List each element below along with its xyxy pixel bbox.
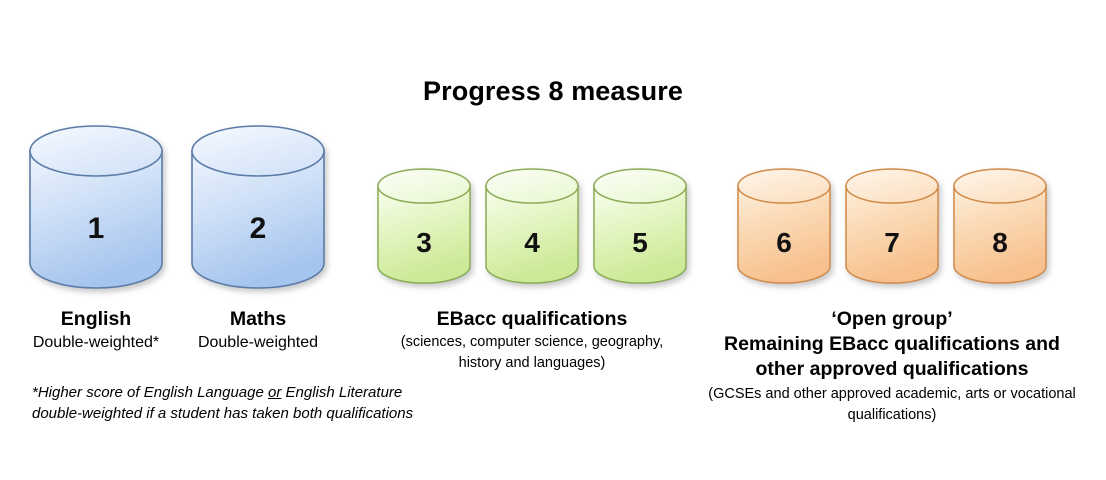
- footnote-underlined-or: or: [268, 384, 282, 401]
- caption-open-group-heading-line3: other approved qualifications: [755, 358, 1029, 380]
- caption-open-group-subtitle-line2: qualifications): [847, 407, 937, 423]
- cylinder-5: 5: [592, 168, 688, 288]
- caption-open-group-heading-line1: ‘Open group’: [831, 308, 953, 330]
- cylinder-5-shape: [593, 168, 687, 284]
- caption-maths-subtitle: Double-weighted: [197, 334, 319, 351]
- page-title: Progress 8 measure: [423, 76, 683, 106]
- cylinder-7-shape: [845, 168, 939, 284]
- caption-open-group-subtitle-line1: (GCSEs and other approved academic, arts…: [708, 386, 1076, 402]
- caption-english-subtitle: Double-weighted*: [32, 334, 160, 351]
- cylinder-6-shape: [737, 168, 831, 284]
- cylinder-6: 6: [736, 168, 832, 288]
- footnote-line1-part2: English Literature: [281, 384, 403, 401]
- cylinder-1-shape: [29, 125, 163, 289]
- caption-english-heading: English: [60, 308, 132, 330]
- footnote: *Higher score of English Language or Eng…: [32, 382, 462, 424]
- cylinder-3: 3: [376, 168, 472, 288]
- footnote-line-1: *Higher score of English Language or Eng…: [32, 382, 462, 403]
- cylinder-3-shape: [377, 168, 471, 284]
- caption-ebacc: EBacc qualifications (sciences, computer…: [372, 307, 692, 374]
- cylinder-8: 8: [952, 168, 1048, 288]
- cylinder-7: 7: [844, 168, 940, 288]
- caption-ebacc-heading: EBacc qualifications: [436, 308, 628, 330]
- cylinder-1: 1: [28, 124, 164, 290]
- caption-ebacc-subtitle-line1: (sciences, computer science, geography,: [400, 334, 664, 350]
- caption-open-group: ‘Open group’ Remaining EBacc qualificati…: [690, 307, 1094, 426]
- cylinder-4: 4: [484, 168, 580, 288]
- caption-maths-heading: Maths: [229, 308, 287, 330]
- caption-english: English Double-weighted*: [6, 307, 186, 354]
- footnote-line-2: double-weighted if a student has taken b…: [32, 405, 414, 422]
- cylinder-2-shape: [191, 125, 325, 289]
- cylinder-8-shape: [953, 168, 1047, 284]
- cylinder-2: 2: [190, 124, 326, 290]
- caption-open-group-heading-line2: Remaining EBacc qualifications and: [724, 333, 1060, 355]
- footnote-line1-part1: *Higher score of English Language: [32, 384, 268, 401]
- caption-maths: Maths Double-weighted: [168, 307, 348, 354]
- cylinder-4-shape: [485, 168, 579, 284]
- caption-ebacc-subtitle-line2: history and languages): [458, 355, 606, 371]
